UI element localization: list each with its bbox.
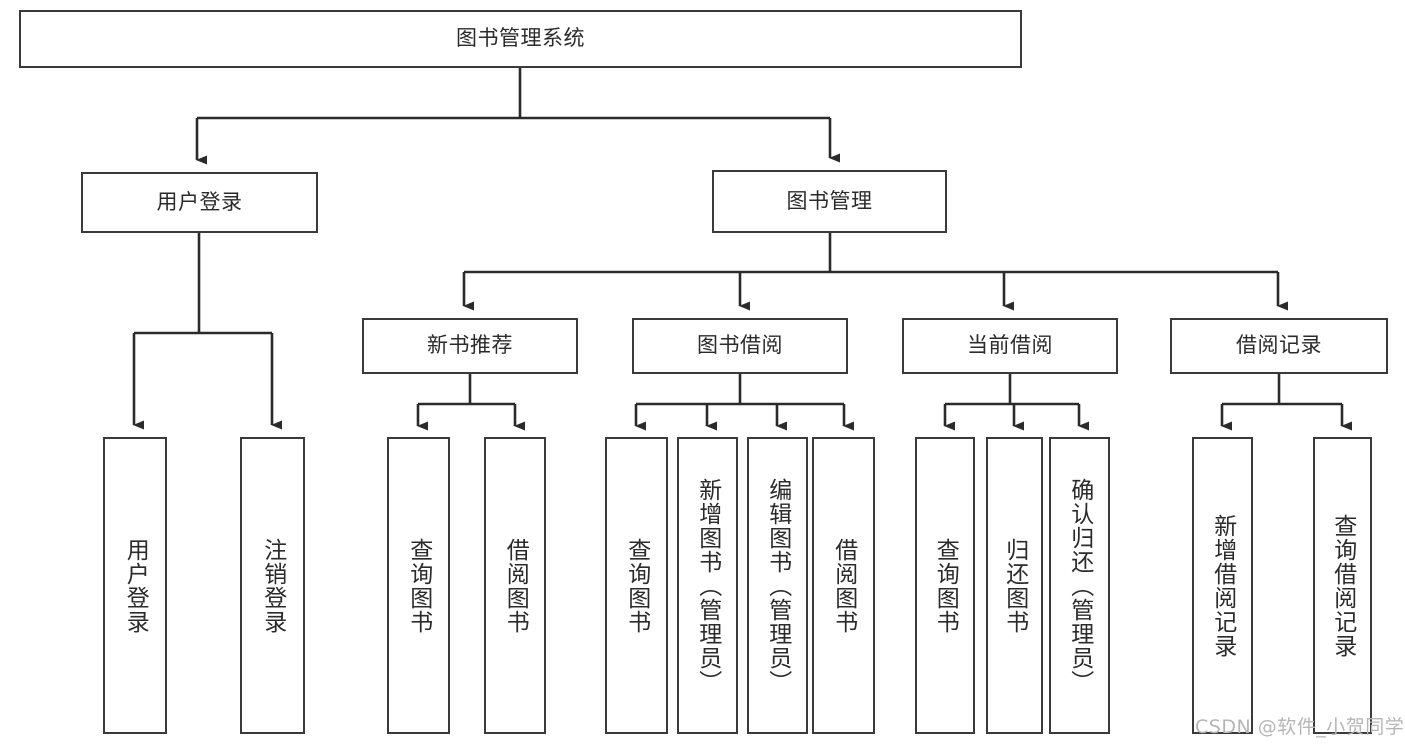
node-book-borrow-label: 图书借阅	[697, 333, 783, 358]
node-leaf-borrow-book-recommend-label: 借阅图书	[502, 537, 529, 634]
node-root[interactable]: 图书管理系统	[19, 10, 1022, 68]
node-book-management-label: 图书管理	[786, 188, 873, 213]
node-current-borrow[interactable]: 当前借阅	[902, 318, 1118, 374]
node-leaf-borrow-book[interactable]: 借阅图书	[812, 437, 875, 734]
node-leaf-confirm-return-admin[interactable]: 确认归还（管理员）	[1049, 437, 1110, 734]
node-leaf-user-login[interactable]: 用户登录	[103, 437, 167, 734]
node-leaf-user-login-label: 用户登录	[122, 537, 149, 634]
node-leaf-query-book-borrow-label: 查询图书	[623, 537, 650, 634]
node-borrow-record-label: 借阅记录	[1236, 333, 1322, 358]
node-leaf-edit-book-admin[interactable]: 编辑图书（管理员）	[747, 437, 808, 734]
node-leaf-return-book[interactable]: 归还图书	[986, 437, 1043, 734]
node-leaf-query-borrow-record[interactable]: 查询借阅记录	[1313, 437, 1372, 734]
node-user-login[interactable]: 用户登录	[81, 172, 318, 233]
node-leaf-return-book-label: 归还图书	[1001, 537, 1028, 634]
node-borrow-record[interactable]: 借阅记录	[1170, 318, 1388, 374]
node-leaf-query-book-current-label: 查询图书	[932, 537, 959, 634]
node-leaf-query-book-current[interactable]: 查询图书	[915, 437, 975, 734]
node-new-book-recommend[interactable]: 新书推荐	[362, 318, 578, 374]
node-leaf-borrow-book-recommend[interactable]: 借阅图书	[484, 437, 546, 734]
node-leaf-add-book-admin[interactable]: 新增图书（管理员）	[677, 437, 738, 734]
node-book-management[interactable]: 图书管理	[712, 170, 947, 233]
csdn-watermark: CSDN @软件_小贺同学	[1195, 716, 1405, 738]
node-new-book-recommend-label: 新书推荐	[427, 333, 513, 358]
node-leaf-query-book-recommend-label: 查询图书	[405, 537, 432, 634]
node-leaf-query-book-recommend[interactable]: 查询图书	[387, 437, 450, 734]
node-leaf-add-book-admin-label: 新增图书（管理员）	[694, 477, 721, 694]
node-user-login-label: 用户登录	[156, 189, 243, 214]
node-leaf-query-borrow-record-label: 查询借阅记录	[1329, 513, 1356, 658]
node-current-borrow-label: 当前借阅	[967, 333, 1053, 358]
node-book-borrow[interactable]: 图书借阅	[632, 318, 848, 374]
node-leaf-add-borrow-record[interactable]: 新增借阅记录	[1192, 437, 1253, 734]
node-root-label: 图书管理系统	[456, 26, 585, 51]
node-leaf-add-borrow-record-label: 新增借阅记录	[1209, 513, 1236, 658]
node-leaf-confirm-return-admin-label: 确认归还（管理员）	[1066, 477, 1093, 694]
node-leaf-query-book-borrow[interactable]: 查询图书	[605, 437, 668, 734]
node-leaf-logout-login[interactable]: 注销登录	[240, 437, 305, 734]
node-leaf-borrow-book-label: 借阅图书	[830, 537, 857, 634]
node-leaf-edit-book-admin-label: 编辑图书（管理员）	[764, 477, 791, 694]
node-leaf-logout-login-label: 注销登录	[259, 537, 286, 634]
